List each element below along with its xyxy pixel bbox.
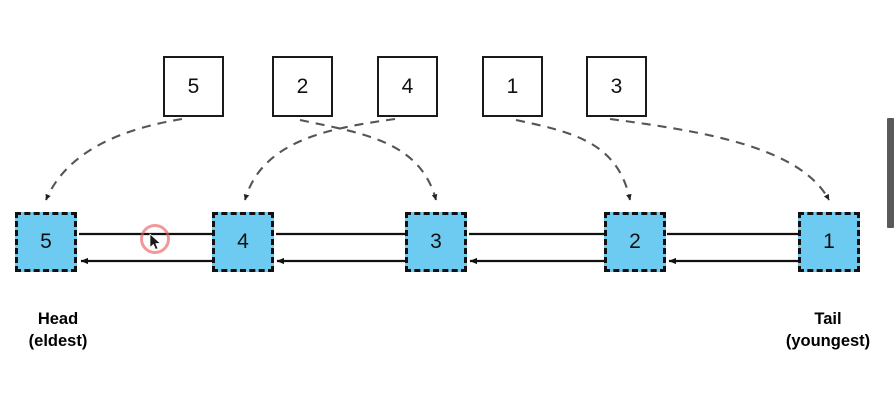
access-mapping-curves xyxy=(45,117,830,201)
access-box-value: 4 xyxy=(401,74,414,98)
access-box-3[interactable]: 3 xyxy=(586,56,647,117)
access-box-value: 1 xyxy=(506,74,519,98)
access-box-value: 3 xyxy=(610,74,623,98)
mapping-curve-box4-node4 xyxy=(243,117,396,201)
access-box-value: 2 xyxy=(296,74,309,98)
access-box-value: 5 xyxy=(187,74,200,98)
list-node-value: 3 xyxy=(430,230,442,253)
list-node-1[interactable]: 1 xyxy=(798,212,860,272)
head-label-line2: (eldest) xyxy=(28,332,88,351)
scrollbar-thumb[interactable] xyxy=(887,118,894,228)
mapping-curve-box1-node2 xyxy=(515,118,632,201)
list-node-value: 1 xyxy=(823,230,835,253)
list-node-2[interactable]: 2 xyxy=(604,212,666,272)
list-node-value: 2 xyxy=(629,230,641,253)
access-box-4[interactable]: 4 xyxy=(377,56,438,117)
tail-label-line2: (youngest) xyxy=(785,332,871,351)
list-node-value: 5 xyxy=(40,230,52,253)
access-box-2[interactable]: 2 xyxy=(272,56,333,117)
list-node-3[interactable]: 3 xyxy=(405,212,467,272)
list-node-5[interactable]: 5 xyxy=(15,212,77,272)
mapping-curve-box3-node1 xyxy=(609,117,830,201)
tail-label-line1: Tail xyxy=(814,310,842,328)
list-node-4[interactable]: 4 xyxy=(212,212,274,272)
tail-label: Tail (youngest) xyxy=(768,308,888,353)
head-label-line1: Head xyxy=(37,310,79,328)
access-box-1[interactable]: 1 xyxy=(482,56,543,117)
mapping-curve-box5-node5 xyxy=(45,117,183,201)
access-box-5[interactable]: 5 xyxy=(163,56,224,117)
head-label: Head (eldest) xyxy=(8,308,108,353)
list-node-value: 4 xyxy=(237,230,249,253)
scrollbar-track[interactable] xyxy=(886,0,896,404)
mapping-curve-box2-node3 xyxy=(299,118,438,201)
